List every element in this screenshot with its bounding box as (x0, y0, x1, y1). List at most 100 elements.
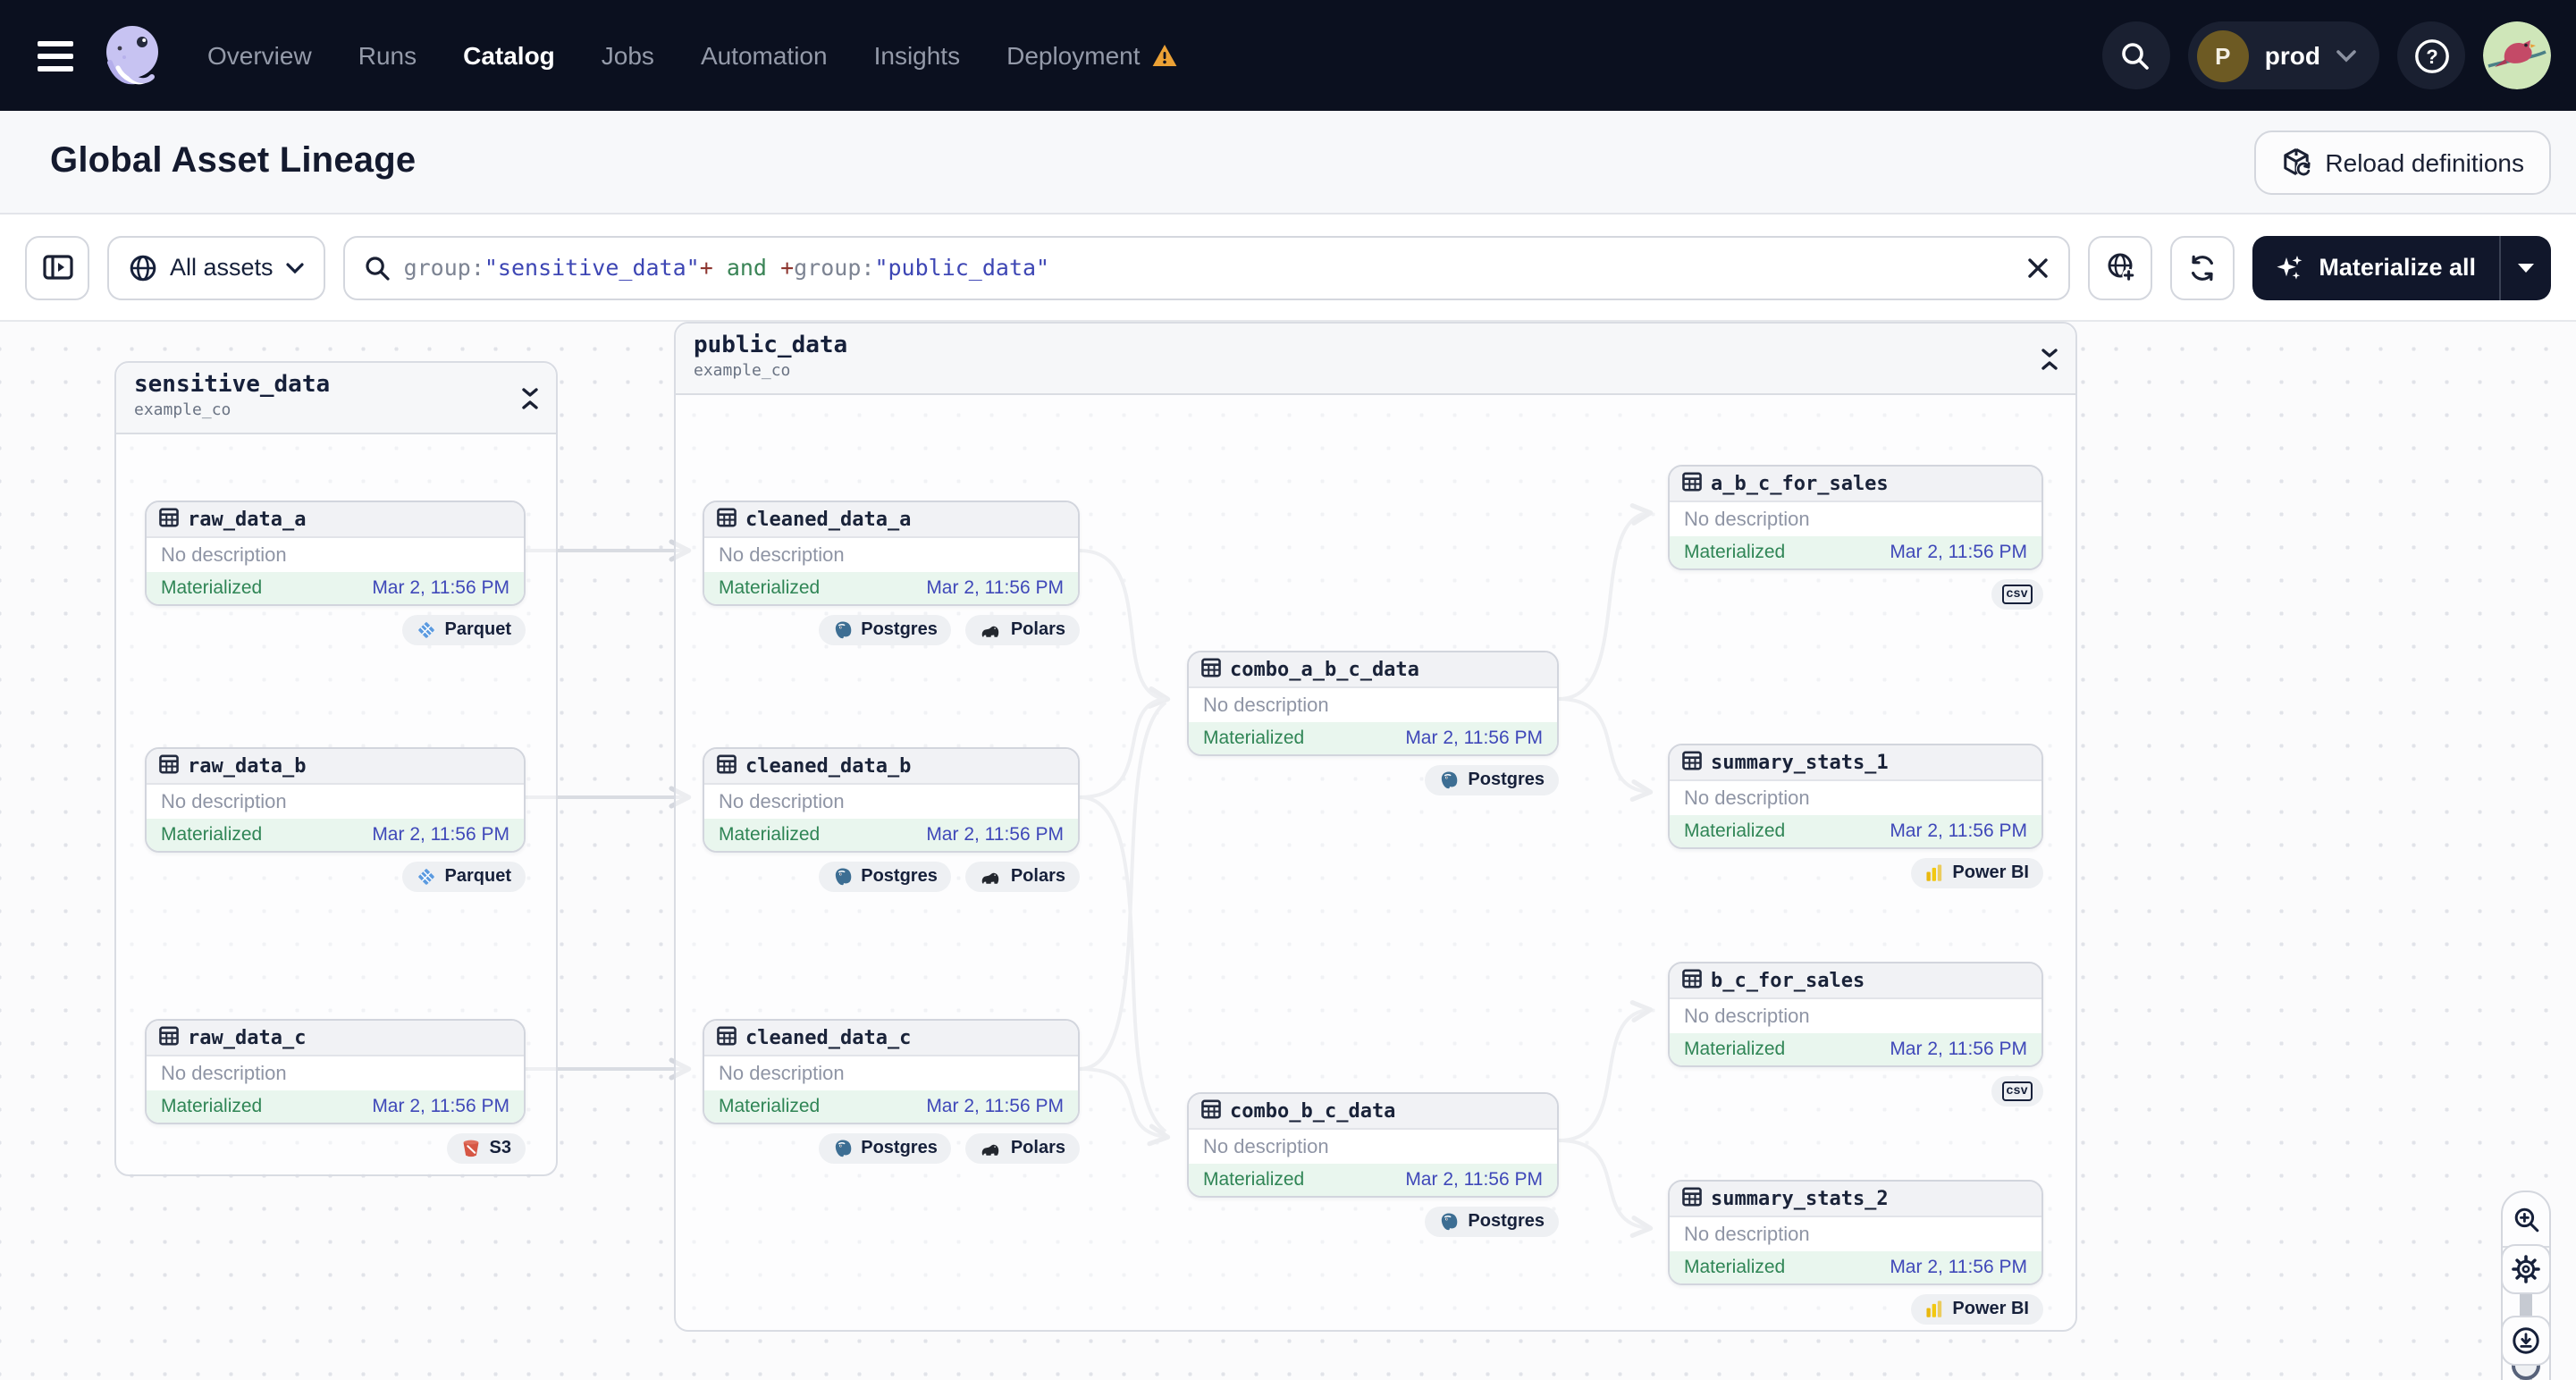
search-button[interactable] (2101, 21, 2170, 89)
asset-card-combo_a_b_c_data[interactable]: combo_a_b_c_data No description Material… (1187, 651, 1559, 756)
tag-label: Parquet (444, 620, 511, 640)
table-icon (1201, 1095, 1221, 1127)
graph-settings-button[interactable] (2501, 1244, 2551, 1294)
nav-item-overview[interactable]: Overview (207, 41, 312, 70)
asset-card-combo_b_c_data[interactable]: combo_b_c_data No description Materializ… (1187, 1092, 1559, 1198)
asset-card-cleaned_data_c[interactable]: cleaned_data_c No description Materializ… (703, 1019, 1080, 1124)
materialized-timestamp[interactable]: Mar 2, 11:56 PM (926, 1096, 1064, 1117)
nav-right-controls: P prod ? (2101, 21, 2551, 89)
tag-postgres[interactable]: Postgres (818, 615, 952, 645)
page-header: Global Asset Lineage Reload definitions (0, 111, 2576, 215)
materialized-timestamp[interactable]: Mar 2, 11:56 PM (926, 824, 1064, 846)
globe-icon (130, 254, 156, 281)
zoom-in-button[interactable] (2503, 1192, 2549, 1248)
postgres-icon (835, 1140, 851, 1157)
parquet-icon (417, 869, 434, 885)
asset-description: No description (147, 1056, 524, 1090)
materialize-all-button[interactable]: Materialize all (2252, 235, 2499, 299)
asset-name: raw_data_b (188, 754, 307, 778)
asset-card-summary_stats_2[interactable]: summary_stats_2 No description Materiali… (1668, 1180, 2043, 1285)
tag-label: Polars (1010, 620, 1065, 640)
lineage-canvas[interactable]: sensitive_data example_co public_data ex… (0, 322, 2576, 1380)
materialized-timestamp[interactable]: Mar 2, 11:56 PM (1890, 820, 2027, 842)
powerbi-icon (1926, 1300, 1942, 1317)
search-query-text: group:"sensitive_data"+ and +group:"publ… (404, 254, 1050, 281)
help-button[interactable]: ? (2397, 21, 2465, 89)
materialized-timestamp[interactable]: Mar 2, 11:56 PM (1890, 1257, 2027, 1278)
tag-parquet[interactable]: Parquet (401, 615, 526, 645)
help-icon: ? (2414, 38, 2448, 72)
clear-search-button[interactable] (2027, 257, 2049, 278)
group-header[interactable]: public_data example_co (676, 324, 2075, 395)
asset-description: No description (1670, 999, 2041, 1033)
nav-item-insights[interactable]: Insights (874, 41, 961, 70)
asset-card-cleaned_data_a[interactable]: cleaned_data_a No description Materializ… (703, 501, 1080, 606)
materialized-timestamp[interactable]: Mar 2, 11:56 PM (1890, 542, 2027, 563)
reload-definitions-button[interactable]: Reload definitions (2253, 130, 2551, 194)
tag-postgres[interactable]: Postgres (1425, 1207, 1559, 1237)
materialized-timestamp[interactable]: Mar 2, 11:56 PM (926, 577, 1064, 599)
tag-postgres[interactable]: Postgres (818, 862, 952, 892)
group-header[interactable]: sensitive_data example_co (116, 363, 556, 434)
asset-card-summary_stats_1[interactable]: summary_stats_1 No description Materiali… (1668, 744, 2043, 849)
tag-postgres[interactable]: Postgres (1425, 765, 1559, 795)
download-graph-button[interactable] (2501, 1316, 2551, 1366)
tag-powerbi[interactable]: Power BI (1911, 858, 2043, 888)
tag-csv[interactable]: csv (1991, 1076, 2043, 1107)
dagster-logo-icon[interactable] (97, 20, 168, 91)
materialize-options-button[interactable] (2501, 235, 2551, 299)
materialized-timestamp[interactable]: Mar 2, 11:56 PM (1405, 1169, 1543, 1191)
nav-item-automation[interactable]: Automation (701, 41, 828, 70)
environment-switcher[interactable]: P prod (2187, 21, 2379, 89)
asset-tags: Power BI (1668, 1294, 2043, 1325)
materialized-timestamp[interactable]: Mar 2, 11:56 PM (372, 824, 509, 846)
refresh-button[interactable] (2170, 235, 2235, 299)
user-avatar[interactable] (2483, 21, 2551, 89)
nav-item-deployment[interactable]: Deployment (1006, 41, 1177, 70)
tag-parquet[interactable]: Parquet (401, 862, 526, 892)
materialized-timestamp[interactable]: Mar 2, 11:56 PM (372, 577, 509, 599)
materialized-timestamp[interactable]: Mar 2, 11:56 PM (1405, 728, 1543, 749)
s3-icon (463, 1140, 478, 1157)
tag-polars[interactable]: Polars (965, 615, 1080, 645)
tag-label: Power BI (1952, 1300, 2029, 1319)
tag-polars[interactable]: Polars (965, 1133, 1080, 1164)
materialized-timestamp[interactable]: Mar 2, 11:56 PM (372, 1096, 509, 1117)
nav-item-runs[interactable]: Runs (358, 41, 417, 70)
asset-scope-dropdown[interactable]: All assets (107, 235, 325, 299)
nav-item-catalog[interactable]: Catalog (463, 41, 555, 70)
asset-card-cleaned_data_b[interactable]: cleaned_data_b No description Materializ… (703, 747, 1080, 853)
new-asset-scope-button[interactable] (2088, 235, 2153, 299)
tag-label: Polars (1010, 1139, 1065, 1158)
status-label: Materialized (1684, 542, 1786, 563)
asset-description: No description (1189, 688, 1557, 722)
asset-card-a_b_c_for_sales[interactable]: a_b_c_for_sales No description Materiali… (1668, 465, 2043, 570)
tag-postgres[interactable]: Postgres (818, 1133, 952, 1164)
tag-polars[interactable]: Polars (965, 862, 1080, 892)
nav-item-label: Catalog (463, 41, 555, 70)
status-label: Materialized (719, 824, 821, 846)
refresh-icon (2192, 254, 2214, 281)
asset-card-b_c_for_sales[interactable]: b_c_for_sales No description Materialize… (1668, 962, 2043, 1067)
environment-avatar: P (2196, 29, 2249, 81)
tag-powerbi[interactable]: Power BI (1911, 1294, 2043, 1325)
materialized-timestamp[interactable]: Mar 2, 11:56 PM (1890, 1039, 2027, 1060)
tag-s3[interactable]: S3 (446, 1133, 526, 1164)
collapse-group-icon[interactable] (2041, 348, 2058, 369)
asset-name: summary_stats_1 (1711, 751, 1889, 774)
tag-csv[interactable]: csv (1991, 579, 2043, 610)
table-icon (717, 503, 737, 535)
nav-item-jobs[interactable]: Jobs (602, 41, 654, 70)
materialize-all-label: Materialize all (2319, 254, 2476, 281)
toggle-sidebar-button[interactable] (25, 235, 89, 299)
collapse-group-icon[interactable] (522, 387, 538, 408)
asset-name: cleaned_data_c (745, 1026, 912, 1049)
asset-description: No description (1670, 502, 2041, 536)
query-token: + (699, 254, 713, 281)
hamburger-menu-icon[interactable] (25, 25, 86, 86)
asset-search-input[interactable]: group:"sensitive_data"+ and +group:"publ… (342, 235, 2071, 299)
